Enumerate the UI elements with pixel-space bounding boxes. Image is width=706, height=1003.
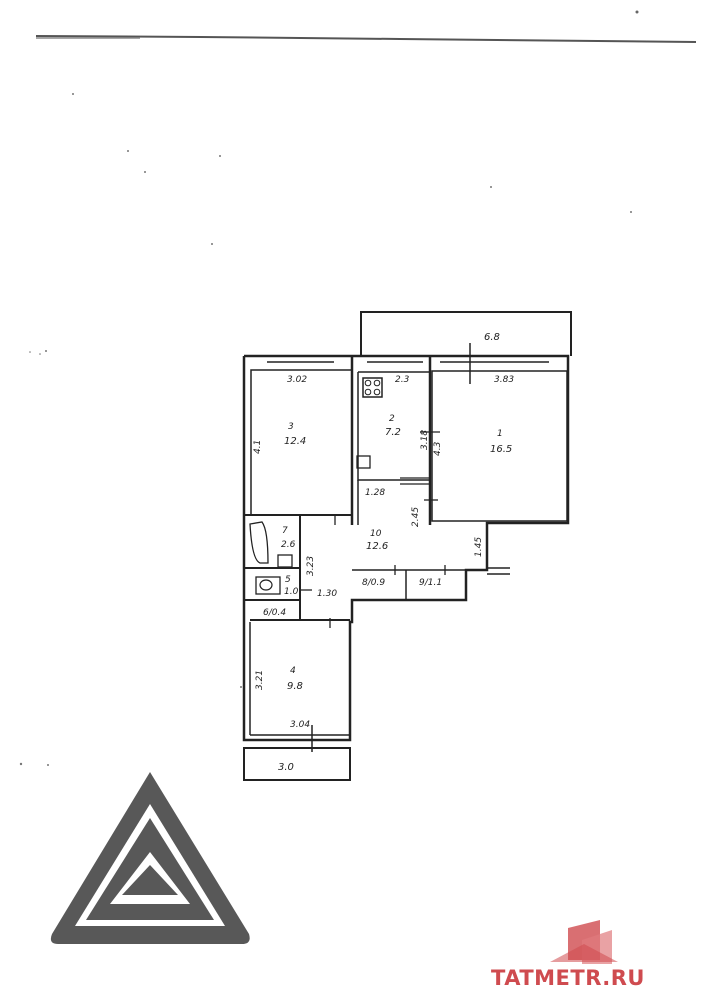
room-4-depth: 3.21 — [255, 670, 265, 690]
door-marks — [300, 431, 446, 628]
room-1-area: 16.5 — [490, 444, 512, 455]
room-2-width: 2.3 — [395, 375, 410, 385]
dim-entry: 1.45 — [474, 537, 484, 557]
room-7-area: 2.6 — [281, 540, 296, 550]
room-labels: 1 16.5 3.83 4.3 2 7.2 2.3 3.18 3 12.4 3.… — [253, 375, 514, 730]
room-6-label: 6/0.4 — [263, 608, 286, 618]
scan-top-line — [35, 35, 697, 43]
room-10-number: 10 — [370, 529, 382, 539]
room-1-number: 1 — [497, 429, 503, 439]
balcony-top-label: 6.8 — [484, 332, 500, 343]
room-1-depth: 4.3 — [433, 441, 443, 456]
balcony-top: 6.8 — [360, 311, 572, 384]
room-10-area: 12.6 — [366, 541, 388, 552]
sink-icon — [356, 455, 371, 469]
room-2-depth: 3.18 — [420, 430, 430, 450]
room-5-area: 1.0 — [284, 587, 299, 597]
room-3-area: 12.4 — [284, 436, 306, 447]
dim-passage-length: 3.23 — [306, 556, 316, 576]
brand-text: TATMETR.RU — [491, 966, 645, 990]
outer-walls — [242, 354, 570, 742]
room-8-label: 8/0.9 — [362, 578, 385, 588]
washbasin-icon — [277, 554, 293, 568]
stove-icon — [362, 377, 383, 398]
room-3-depth: 4.1 — [253, 440, 263, 454]
room-2-area: 7.2 — [385, 427, 401, 438]
room-3-number: 3 — [288, 422, 294, 432]
room-9-label: 9/1.1 — [419, 578, 442, 588]
brand-logo-icon — [550, 920, 618, 964]
bathtub-icon — [249, 521, 269, 564]
dim-kitchen-door: 1.28 — [365, 488, 385, 498]
room-4-number: 4 — [290, 666, 296, 676]
room-4-area: 9.8 — [287, 681, 303, 692]
room-5-number: 5 — [285, 575, 291, 585]
watermark-logo-icon — [50, 772, 250, 944]
fixtures — [249, 377, 430, 595]
room-2-number: 2 — [389, 414, 395, 424]
dim-hall-height: 2.45 — [411, 507, 421, 527]
balcony-bottom-label: 3.0 — [278, 762, 294, 773]
room-7-number: 7 — [282, 526, 288, 536]
balcony-bottom: 3.0 — [243, 725, 351, 781]
room-3-width: 3.02 — [287, 375, 307, 385]
room-1-width: 3.83 — [494, 375, 514, 385]
scan-specks — [19, 93, 632, 766]
dim-passage-width: 1.30 — [317, 589, 337, 599]
room-4-width: 3.04 — [290, 720, 310, 730]
toilet-icon — [255, 576, 281, 595]
